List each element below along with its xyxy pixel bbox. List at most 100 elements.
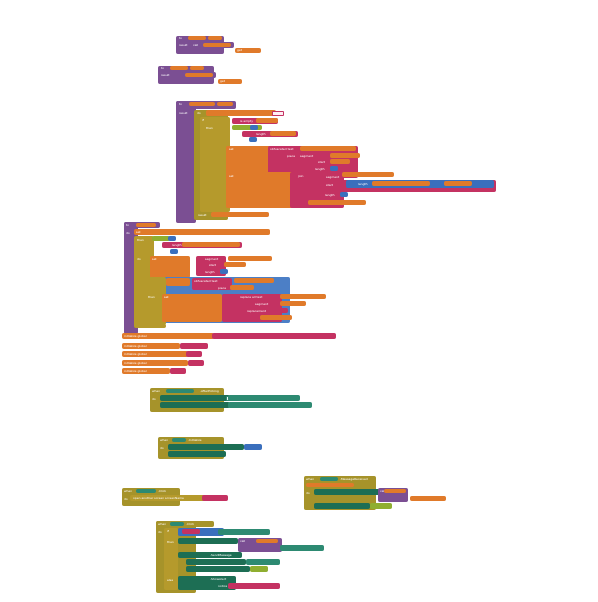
procedure-4-inner-obfuscated[interactable] bbox=[192, 278, 232, 290]
procedure-3-number-1[interactable] bbox=[250, 125, 258, 130]
procedure-2-call-arg[interactable] bbox=[185, 73, 213, 77]
procedure-2-param[interactable] bbox=[190, 66, 204, 70]
event-button-click-2-compare-text[interactable] bbox=[182, 529, 200, 534]
procedure-block-3[interactable] bbox=[176, 101, 196, 223]
procedure-3-start-get[interactable] bbox=[330, 159, 350, 164]
init-global-2[interactable] bbox=[122, 343, 180, 349]
init-global-3-value[interactable] bbox=[186, 351, 202, 357]
procedure-4-num-2[interactable] bbox=[170, 249, 178, 254]
procedure-1-get[interactable] bbox=[235, 48, 261, 53]
event-button-click-2-call-1-get[interactable] bbox=[280, 545, 324, 551]
init-global-1[interactable] bbox=[122, 333, 214, 339]
procedure-3-set-2-var[interactable] bbox=[236, 173, 286, 178]
event-initialize-call[interactable] bbox=[168, 451, 226, 457]
init-global-5-value[interactable] bbox=[170, 368, 186, 374]
procedure-4-set-var[interactable] bbox=[134, 229, 270, 235]
procedure-4-set-block-2[interactable] bbox=[150, 256, 190, 278]
procedure-4-final-get[interactable] bbox=[260, 315, 292, 320]
init-global-2-value[interactable] bbox=[180, 343, 208, 349]
procedure-1-call-arg[interactable] bbox=[203, 43, 231, 47]
event-message-received-set-1[interactable] bbox=[314, 489, 380, 495]
procedure-4-segment-block[interactable] bbox=[196, 256, 226, 276]
procedure-4-segment-get[interactable] bbox=[228, 256, 272, 261]
event-button-click-2-alert[interactable] bbox=[178, 576, 236, 590]
procedure-3-join-get-1[interactable] bbox=[342, 172, 394, 177]
event-after-picking-component[interactable] bbox=[166, 389, 194, 393]
event-button-click-1-component[interactable] bbox=[136, 489, 156, 493]
init-global-3[interactable] bbox=[122, 351, 188, 357]
procedure-4-condition[interactable] bbox=[152, 236, 170, 241]
event-message-received-get[interactable] bbox=[410, 496, 446, 501]
event-message-received-params[interactable] bbox=[306, 483, 354, 487]
event-message-received-call-arg[interactable] bbox=[384, 489, 406, 493]
procedure-4-set-2-var[interactable] bbox=[160, 257, 188, 261]
procedure-2-name[interactable] bbox=[170, 66, 188, 70]
procedure-3-set-var[interactable] bbox=[206, 110, 276, 116]
event-button-click-2-component[interactable] bbox=[170, 522, 184, 526]
event-button-click-2-call-1-arg[interactable] bbox=[256, 539, 278, 543]
procedure-3-join-get-2[interactable] bbox=[308, 200, 366, 205]
procedure-3-final-get[interactable] bbox=[211, 212, 269, 217]
procedure-1-name[interactable] bbox=[188, 36, 206, 40]
procedure-3-length-3-num[interactable] bbox=[340, 192, 348, 197]
event-initialize-set-num[interactable] bbox=[244, 444, 262, 450]
procedure-4-inner-if[interactable] bbox=[146, 277, 166, 325]
procedure-4-inner-set[interactable] bbox=[166, 278, 190, 286]
procedure-3-not-block[interactable] bbox=[232, 125, 262, 130]
procedure-4-inner-get-2[interactable] bbox=[230, 285, 254, 290]
procedure-3-obfuscated-get[interactable] bbox=[300, 146, 356, 151]
event-message-received-set-2[interactable] bbox=[314, 503, 370, 509]
procedure-3-name[interactable] bbox=[189, 102, 215, 106]
event-after-picking-get-2[interactable] bbox=[228, 402, 312, 408]
event-button-click-2-compare[interactable] bbox=[178, 528, 224, 536]
procedure-3-segment-text-get[interactable] bbox=[330, 153, 360, 158]
event-after-picking-set-1[interactable] bbox=[160, 395, 230, 401]
procedure-4-length-get[interactable] bbox=[182, 242, 240, 247]
procedure-3-number-2[interactable] bbox=[249, 137, 257, 142]
event-button-click-2-send[interactable] bbox=[178, 552, 242, 558]
open-another-screen-block[interactable] bbox=[130, 495, 206, 501]
event-button-click-2-notice-val[interactable] bbox=[228, 583, 280, 589]
procedure-4-length-2-num[interactable] bbox=[220, 269, 228, 274]
procedure-4-replacement-val[interactable] bbox=[278, 308, 288, 313]
event-button-click-2-set-3[interactable] bbox=[186, 566, 250, 572]
event-button-click-2-set-1[interactable] bbox=[178, 538, 238, 544]
procedure-3-length-get[interactable] bbox=[270, 131, 296, 136]
event-after-picking-set-2[interactable] bbox=[160, 402, 230, 408]
procedure-3-if-frame[interactable] bbox=[200, 117, 230, 212]
event-button-click-2-header[interactable] bbox=[156, 521, 214, 527]
procedure-3-param[interactable] bbox=[217, 102, 233, 106]
event-button-click-2-compare-get[interactable] bbox=[218, 529, 270, 535]
procedure-4-segment-2-get[interactable] bbox=[280, 301, 306, 306]
procedure-4-start-get[interactable] bbox=[224, 262, 246, 267]
event-initialize-set[interactable] bbox=[168, 444, 244, 450]
event-button-click-2-set-2[interactable] bbox=[186, 559, 246, 565]
event-button-click-2-if[interactable] bbox=[164, 528, 178, 590]
init-global-1-value[interactable] bbox=[212, 333, 336, 339]
procedure-3-is-empty[interactable] bbox=[232, 118, 278, 124]
event-button-click-2-set-3-val[interactable] bbox=[250, 566, 268, 572]
event-after-picking-get-1[interactable] bbox=[228, 395, 300, 401]
init-global-4-value[interactable] bbox=[188, 360, 204, 366]
init-global-4[interactable] bbox=[122, 360, 188, 366]
event-message-received-bool[interactable] bbox=[370, 503, 392, 509]
procedure-3-inner-get-1[interactable] bbox=[372, 181, 430, 186]
procedure-3-length-number[interactable] bbox=[330, 166, 338, 171]
procedure-3-segment-block[interactable] bbox=[296, 153, 334, 175]
procedure-2-get[interactable] bbox=[218, 79, 242, 84]
procedure-1-param[interactable] bbox=[208, 36, 222, 40]
procedure-4-name[interactable] bbox=[136, 223, 156, 227]
event-message-received-component[interactable] bbox=[320, 477, 338, 481]
procedure-3-set-block-2[interactable] bbox=[226, 172, 296, 208]
procedure-4-inner-get-1[interactable] bbox=[234, 278, 274, 283]
procedure-4-set-3-var[interactable] bbox=[170, 295, 218, 299]
procedure-3-set-value[interactable] bbox=[272, 111, 284, 116]
procedure-4-condition-num[interactable] bbox=[168, 236, 176, 241]
open-another-screen-value[interactable] bbox=[202, 495, 228, 501]
event-initialize-component[interactable] bbox=[172, 438, 186, 442]
procedure-3-is-empty-get[interactable] bbox=[256, 118, 278, 123]
procedure-3-inner-get-2[interactable] bbox=[444, 181, 472, 186]
init-global-5[interactable] bbox=[122, 368, 170, 374]
event-button-click-2-set-2-val[interactable] bbox=[246, 559, 280, 565]
procedure-4-replace-get[interactable] bbox=[280, 294, 326, 299]
